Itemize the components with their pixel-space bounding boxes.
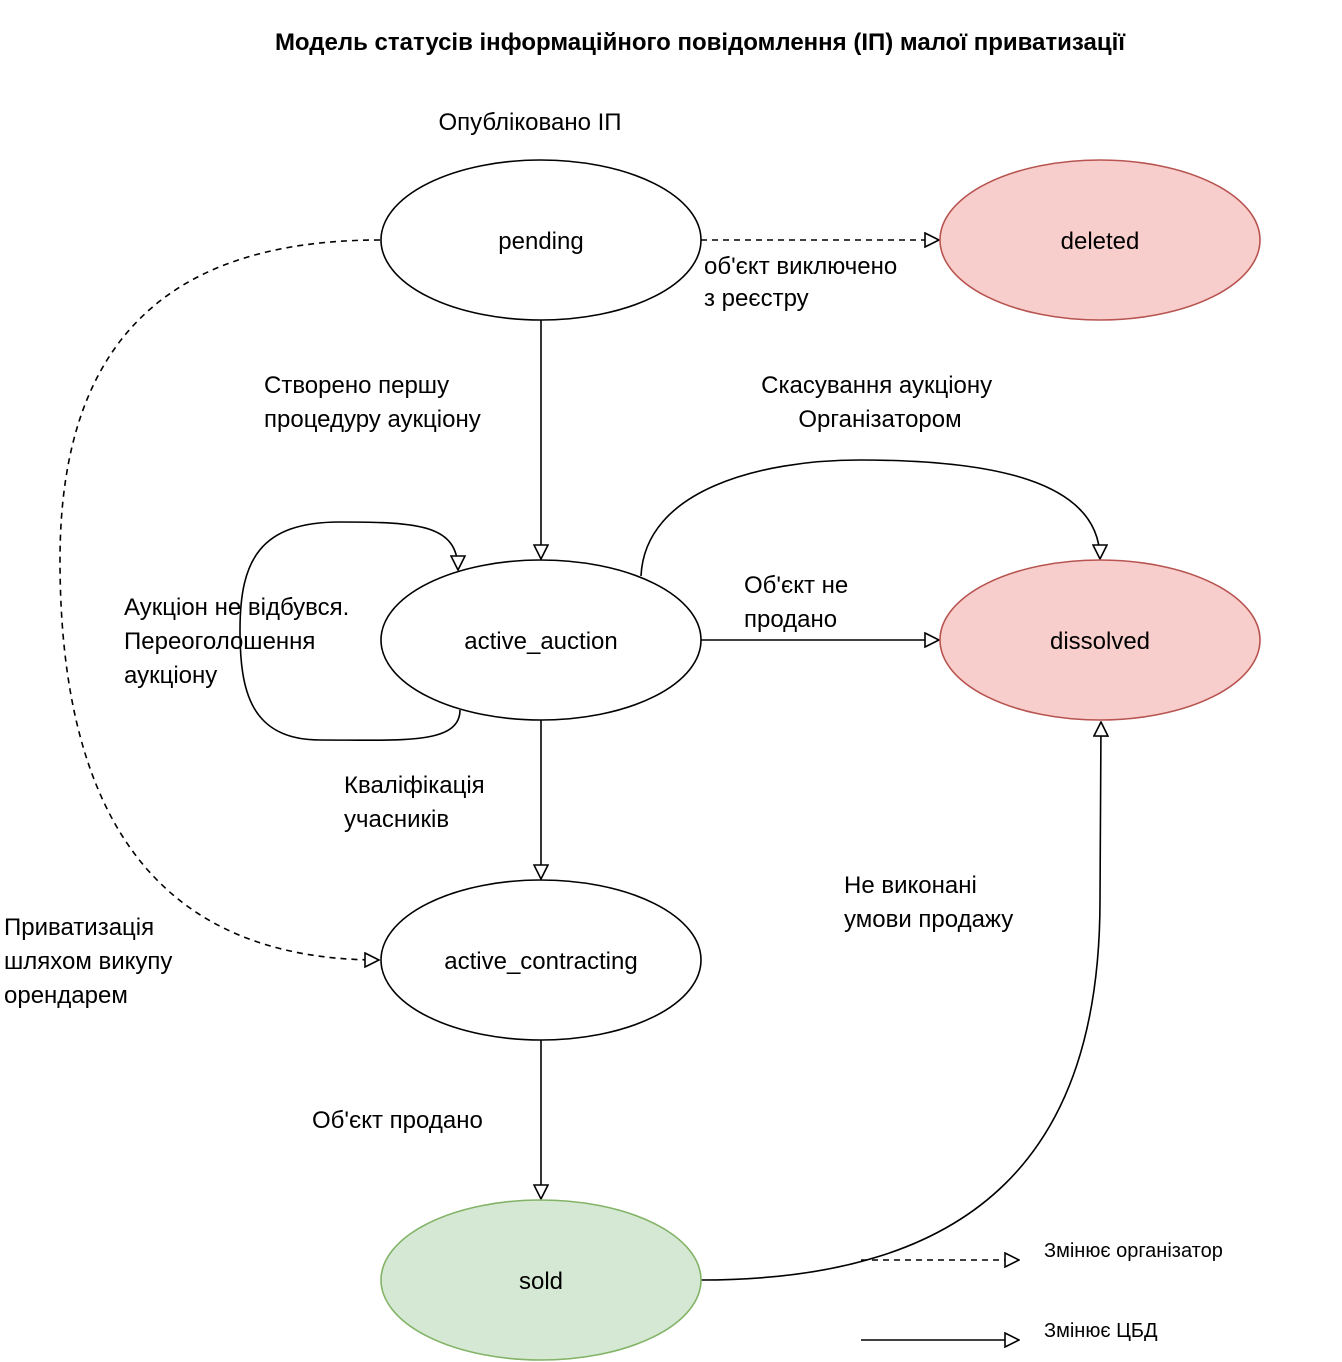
label-line: Об'єкт продано	[312, 1107, 483, 1134]
node-active-contracting-label: active_contracting	[444, 948, 637, 975]
node-active-contracting[interactable]: active_contracting	[380, 879, 702, 1041]
legend-dashed-label: Змінює організатор	[1044, 1240, 1223, 1262]
label-line: Кваліфікація	[344, 772, 485, 799]
label-sold-to-dissolved: Не виконані умови продажу	[844, 872, 1013, 933]
label-line: аукціону	[124, 662, 217, 689]
legend: Змінює організатор Змінює ЦБД	[861, 1240, 1223, 1342]
node-shape	[380, 879, 702, 1041]
label-line: Об'єкт не	[744, 572, 848, 599]
label-line: Аукціон не відбувся.	[124, 594, 349, 621]
label-line: шляхом викупу	[4, 948, 172, 975]
node-active-auction-label: active_auction	[464, 628, 617, 655]
label-pending-to-deleted: об'єкт виключено з реєстру	[704, 253, 904, 312]
label-line: орендарем	[4, 982, 128, 1009]
initial-state-label: Опубліковано ІП	[438, 109, 621, 136]
node-shape	[380, 559, 702, 721]
node-dissolved-label: dissolved	[1050, 628, 1150, 655]
edge-pending-to-active-contracting	[59, 239, 380, 960]
label-line: продано	[744, 606, 837, 633]
label-line: Скасування аукціону	[761, 372, 992, 399]
node-shape	[939, 159, 1261, 321]
label-active-auction-to-dissolved-cancel: Скасування аукціону Організатором	[761, 372, 999, 433]
node-pending[interactable]: pending	[380, 159, 702, 321]
edge-active-auction-loop	[239, 521, 460, 742]
label-active-contracting-to-sold: Об'єкт продано	[312, 1107, 483, 1134]
label-line: з реєстру	[704, 285, 809, 312]
label-line: Переоголошення	[124, 628, 315, 655]
label-line: учасників	[344, 806, 449, 833]
node-pending-label: pending	[498, 228, 583, 255]
label-line: Приватизація	[4, 914, 154, 941]
label-line: Не виконані	[844, 872, 977, 899]
label-line: Створено першу	[264, 372, 449, 399]
legend-solid-label: Змінює ЦБД	[1044, 1320, 1158, 1342]
label-pending-to-active-contracting: Приватизація шляхом викупу орендарем	[4, 914, 179, 1009]
label-active-auction-loop: Аукціон не відбувся. Переоголошення аукц…	[124, 594, 356, 689]
node-deleted-label: deleted	[1061, 228, 1140, 255]
label-pending-to-active-auction: Створено першу процедуру аукціону	[264, 372, 481, 433]
node-active-auction[interactable]: active_auction	[380, 559, 702, 721]
diagram-title: Модель статусів інформаційного повідомле…	[275, 29, 1126, 56]
node-dissolved[interactable]: dissolved	[939, 559, 1261, 721]
node-sold[interactable]: sold	[380, 1199, 702, 1361]
node-deleted[interactable]: deleted	[939, 159, 1261, 321]
node-shape	[380, 159, 702, 321]
label-line: умови продажу	[844, 906, 1013, 933]
node-sold-label: sold	[519, 1268, 563, 1295]
node-shape	[380, 1199, 702, 1361]
edge-active-auction-to-dissolved-cancel	[640, 459, 1100, 577]
label-line: Організатором	[798, 406, 961, 433]
label-line: об'єкт виключено	[704, 253, 897, 280]
label-active-auction-to-active-contracting: Кваліфікація учасників	[344, 772, 491, 833]
node-shape	[939, 559, 1261, 721]
label-line: процедуру аукціону	[264, 406, 481, 433]
label-active-auction-to-dissolved: Об'єкт не продано	[744, 572, 855, 633]
edge-sold-to-dissolved	[700, 722, 1101, 1281]
